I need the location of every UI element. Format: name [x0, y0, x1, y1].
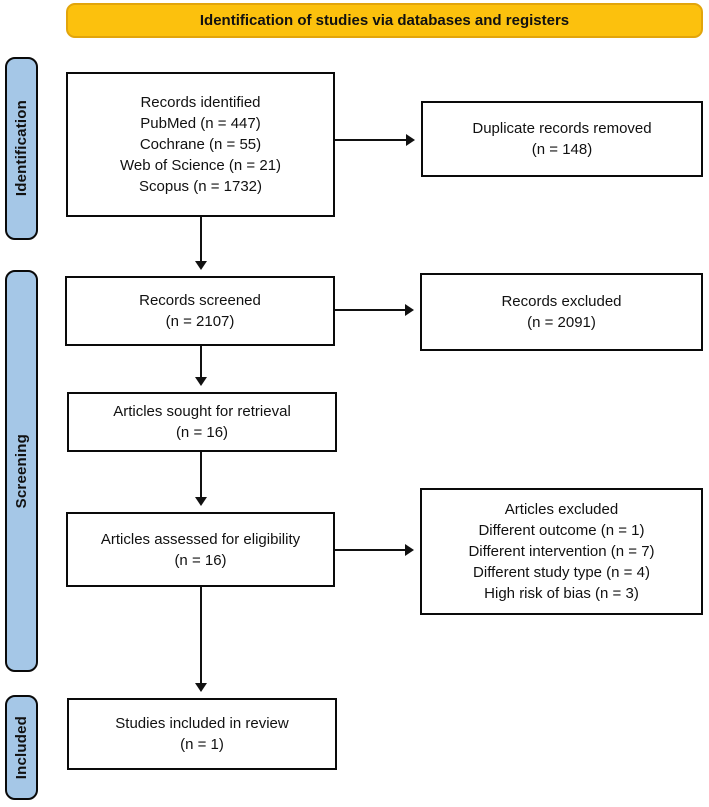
box-articles-sought-for-retrieval: Articles sought for retrieval(n = 16) [67, 392, 337, 452]
box-records-screened: Records screened(n = 2107) [65, 276, 335, 346]
arrow-identified-to-screened [195, 217, 207, 270]
stage-label-identification: Identification [13, 100, 30, 197]
stage-bar-included: Included [5, 695, 38, 800]
diagram-title-banner: Identification of studies via databases … [66, 3, 703, 38]
box-studies-included-in-review: Studies included in review(n = 1) [67, 698, 337, 770]
arrow-identified-to-duplicates-removed [335, 134, 415, 146]
arrow-assessed-to-articles-excluded [335, 544, 414, 556]
stage-bar-identification: Identification [5, 57, 38, 240]
arrow-screened-to-records-excluded [335, 304, 414, 316]
stage-label-screening: Screening [13, 433, 30, 509]
arrow-sought-to-assessed [195, 452, 207, 506]
arrow-assessed-to-included [195, 587, 207, 692]
arrow-screened-to-sought [195, 346, 207, 386]
stage-bar-screening: Screening [5, 270, 38, 672]
box-duplicate-records-removed: Duplicate records removed(n = 148) [421, 101, 703, 177]
stage-label-included: Included [13, 715, 30, 780]
box-records-excluded: Records excluded(n = 2091) [420, 273, 703, 351]
box-articles-assessed-for-eligibility: Articles assessed for eligibility(n = 16… [66, 512, 335, 587]
